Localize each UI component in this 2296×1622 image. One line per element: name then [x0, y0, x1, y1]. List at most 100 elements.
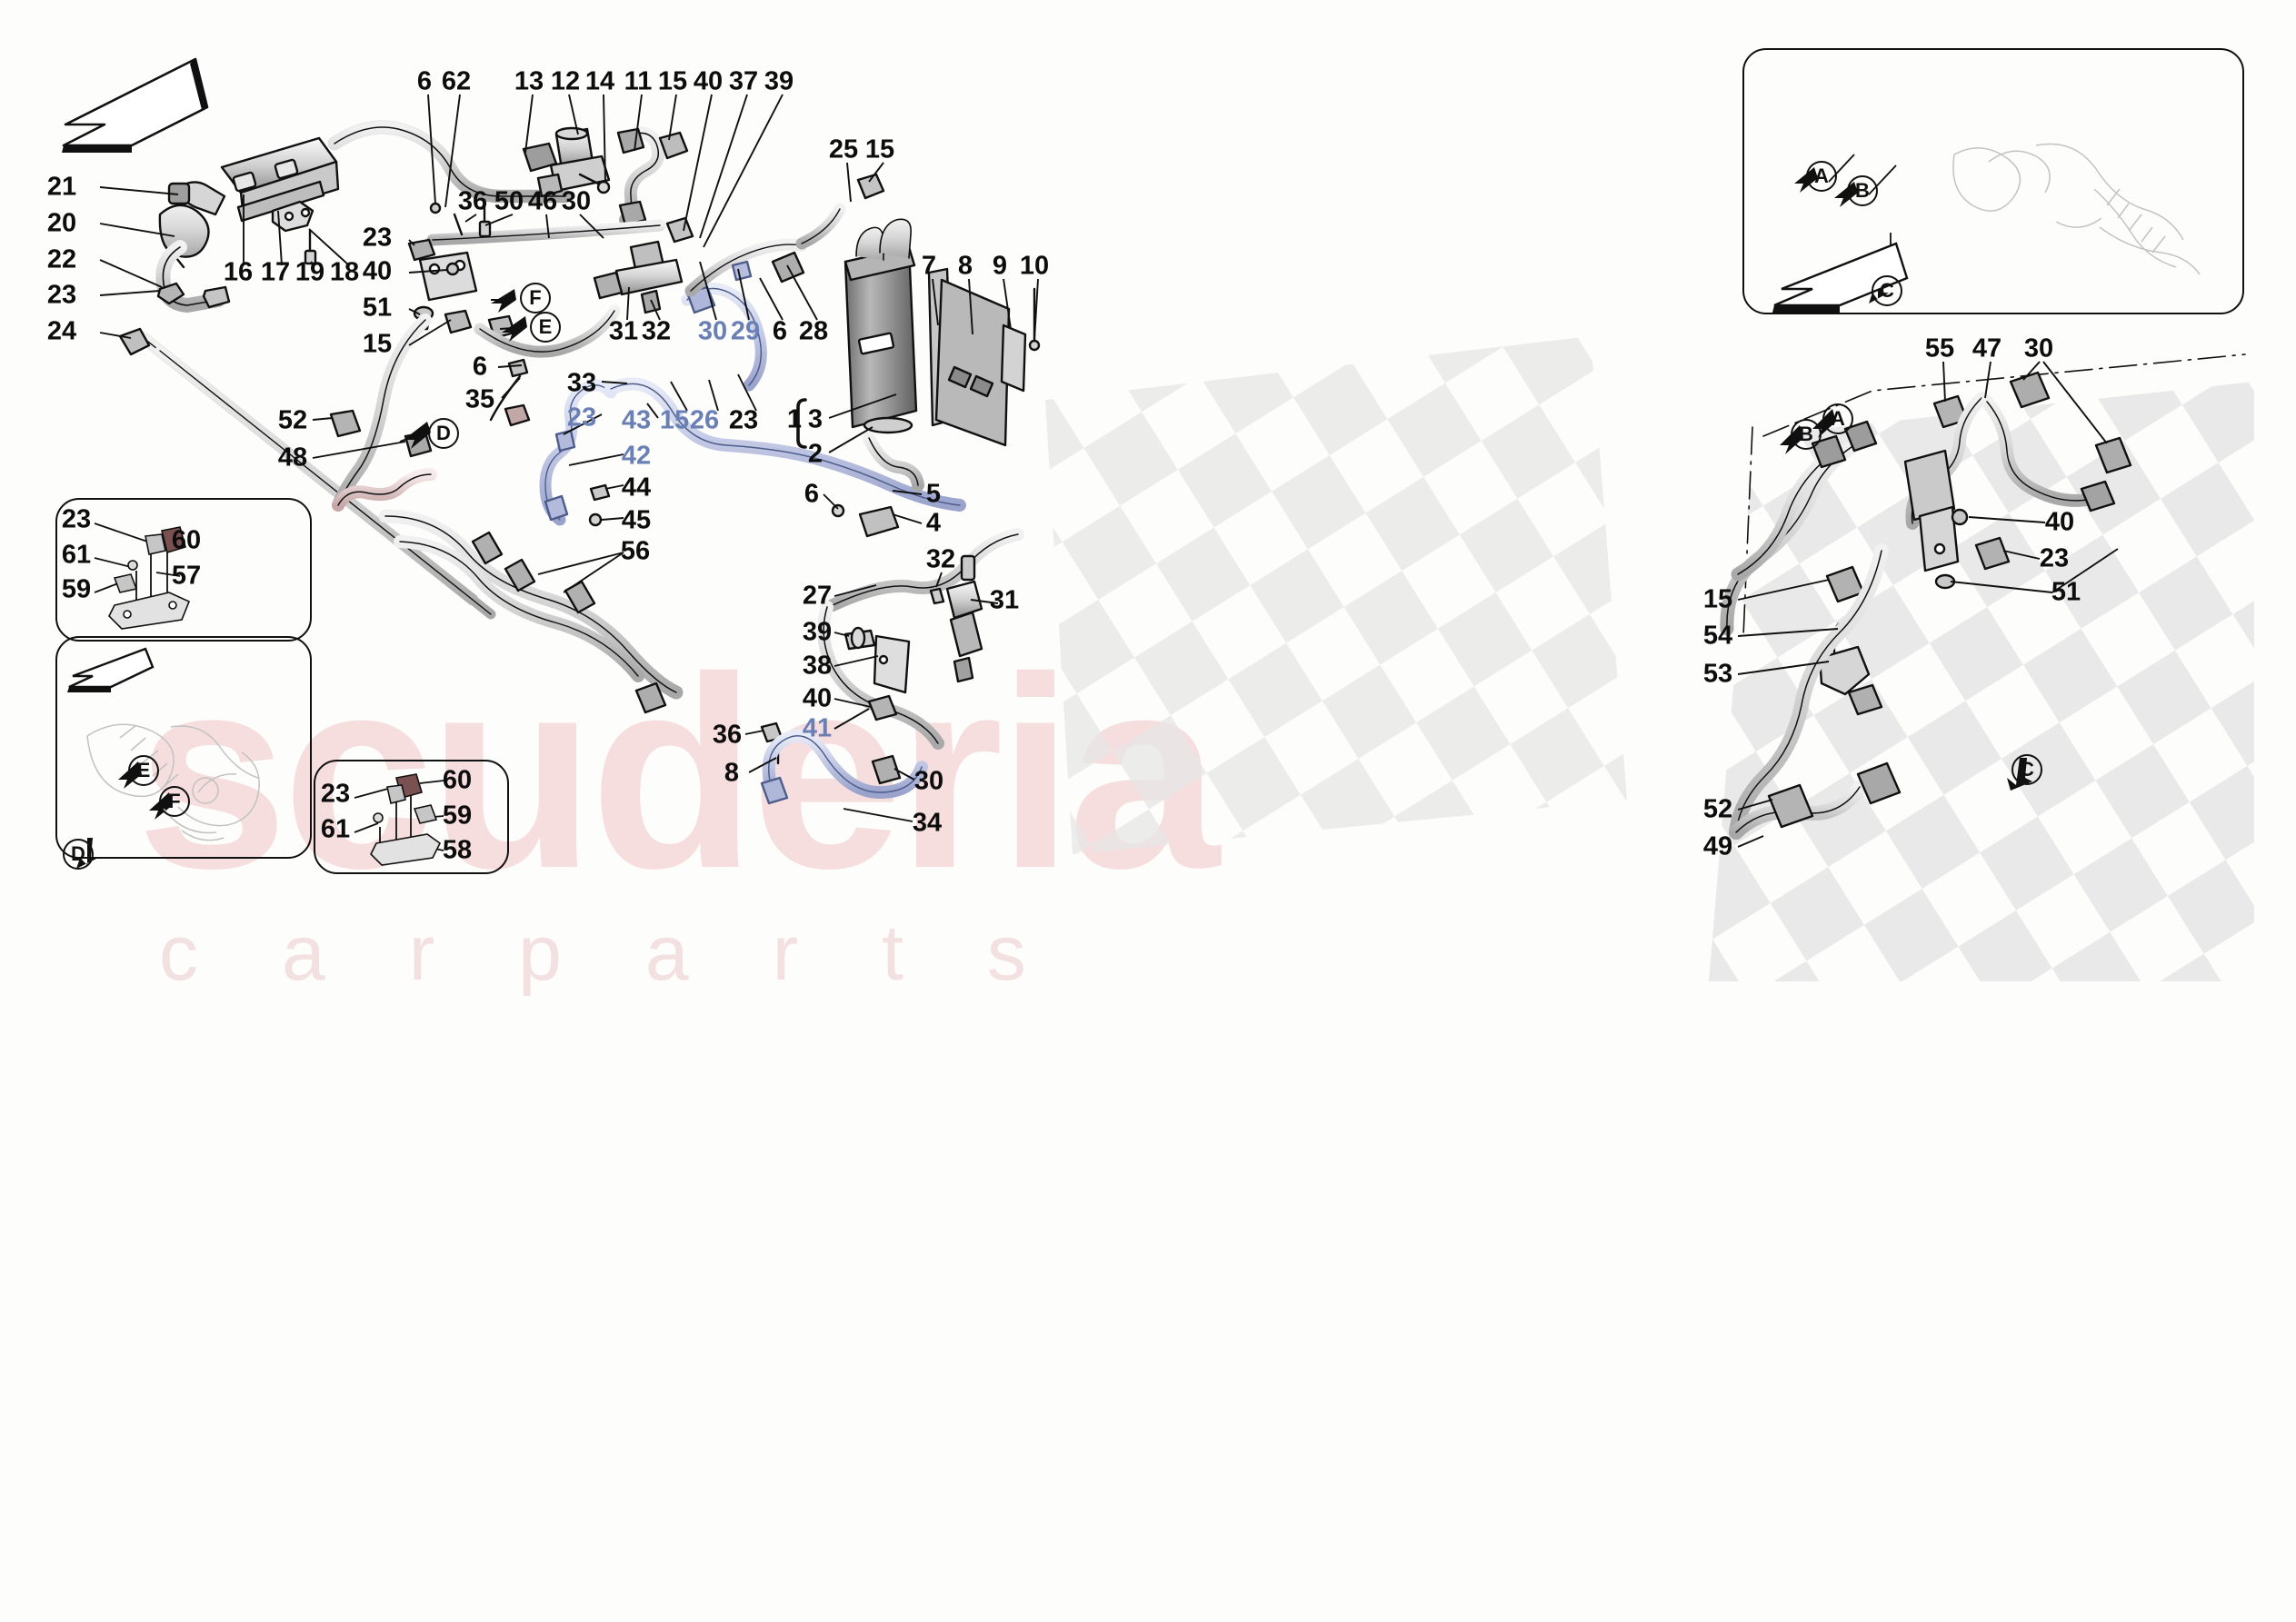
callout-number-5: 5: [925, 479, 942, 509]
callout-number-8: 8: [724, 758, 740, 788]
callout-number-55: 55: [1924, 333, 1955, 363]
callout-number-24: 24: [46, 316, 77, 346]
callout-number-42: 42: [621, 441, 652, 471]
callout-number-18: 18: [329, 257, 360, 287]
callout-number-39: 39: [802, 617, 833, 647]
callout-number-32: 32: [641, 316, 672, 346]
callout-number-12: 12: [550, 66, 581, 96]
callout-number-4: 4: [925, 508, 942, 538]
callout-number-23: 23: [2039, 543, 2070, 573]
section-bubble-b: B: [1791, 419, 1822, 450]
callout-number-13: 13: [514, 66, 544, 96]
callout-number-60: 60: [442, 765, 473, 795]
callout-number-8: 8: [957, 251, 973, 281]
callout-number-59: 59: [442, 801, 473, 831]
inset-panel-clip-60: [55, 498, 312, 642]
callout-number-40: 40: [362, 256, 393, 286]
callout-number-57: 57: [171, 561, 202, 591]
inset-panel-orientation: [55, 636, 312, 859]
callout-number-34: 34: [912, 808, 943, 838]
callout-number-37: 37: [728, 66, 759, 96]
callout-number-9: 9: [992, 251, 1008, 281]
callout-number-26: 26: [689, 405, 720, 435]
callout-number-52: 52: [277, 405, 308, 435]
section-bubble-d: D: [428, 418, 459, 449]
section-bubble-e: E: [128, 755, 159, 786]
callout-number-45: 45: [621, 505, 652, 535]
callout-number-51: 51: [362, 293, 393, 323]
callout-number-15: 15: [864, 134, 895, 164]
assembly-canister: [796, 218, 1041, 538]
callout-number-23: 23: [566, 403, 597, 433]
section-bubble-c: C: [2011, 754, 2042, 785]
callout-number-32: 32: [925, 544, 956, 574]
callout-number-51: 51: [2051, 577, 2081, 607]
inset-panel-top-right: [1742, 48, 2244, 314]
assembly-center-bottom: [378, 509, 1024, 805]
callout-number-46: 46: [527, 186, 558, 216]
callout-number-7: 7: [921, 251, 937, 281]
callout-number-15: 15: [1702, 584, 1733, 614]
callout-number-23: 23: [728, 405, 759, 435]
callout-number-21: 21: [46, 172, 77, 202]
callout-number-6: 6: [416, 66, 433, 96]
fuel-line-blue: [604, 173, 966, 512]
callout-number-61: 61: [61, 540, 92, 570]
callout-number-54: 54: [1702, 621, 1733, 651]
callout-number-39: 39: [764, 66, 794, 96]
assembly-left-center: [329, 238, 621, 527]
assembly-right: [1720, 353, 2246, 840]
callout-number-53: 53: [1702, 659, 1733, 689]
callout-number-56: 56: [620, 536, 651, 566]
callout-number-16: 16: [223, 257, 254, 287]
callout-number-43: 43: [621, 405, 652, 435]
section-bubble-c: C: [1872, 275, 1902, 306]
section-bubble-f: F: [159, 786, 190, 817]
section-bubble-f: F: [520, 283, 551, 313]
callout-number-36: 36: [712, 720, 743, 750]
callout-number-30: 30: [2023, 333, 2054, 363]
callout-number-60: 60: [171, 525, 202, 555]
callout-number-11: 11: [624, 66, 653, 96]
callout-number-31: 31: [608, 316, 639, 346]
section-bubble-d: D: [63, 839, 94, 870]
callout-number-61: 61: [320, 814, 351, 844]
inset-panel-clip-58: [314, 760, 509, 874]
callout-number-35: 35: [464, 384, 495, 414]
callout-number-38: 38: [802, 651, 833, 681]
callout-number-3: 3: [807, 404, 824, 434]
callout-number-31: 31: [989, 585, 1020, 615]
callout-number-20: 20: [46, 208, 77, 238]
section-bubble-a: A: [1822, 403, 1853, 434]
section-bubble-b: B: [1847, 175, 1878, 206]
callout-number-22: 22: [46, 244, 77, 274]
callout-number-23: 23: [61, 504, 92, 534]
callout-number-29: 29: [730, 316, 761, 346]
callout-number-1: 1: [786, 404, 803, 434]
callout-number-52: 52: [1702, 794, 1733, 824]
callout-number-15: 15: [659, 405, 690, 435]
callout-number-30: 30: [913, 766, 944, 796]
callout-number-30: 30: [697, 316, 728, 346]
callout-number-6: 6: [804, 479, 820, 509]
callout-number-15: 15: [362, 329, 393, 359]
assembly-upper-left: [118, 136, 496, 620]
callout-number-2: 2: [807, 439, 824, 469]
callout-number-59: 59: [61, 574, 92, 604]
callout-number-17: 17: [260, 257, 291, 287]
callout-number-14: 14: [584, 66, 615, 96]
callout-number-41: 41: [802, 713, 833, 743]
callout-number-40: 40: [2044, 507, 2075, 537]
callout-number-47: 47: [1972, 333, 2002, 363]
callout-number-25: 25: [828, 134, 859, 164]
section-bubble-e: E: [530, 312, 561, 343]
callout-number-40: 40: [693, 66, 724, 96]
callout-number-23: 23: [46, 280, 77, 310]
callout-number-50: 50: [494, 186, 524, 216]
callout-number-30: 30: [561, 186, 592, 216]
orientation-arrow-topleft: [62, 57, 209, 153]
